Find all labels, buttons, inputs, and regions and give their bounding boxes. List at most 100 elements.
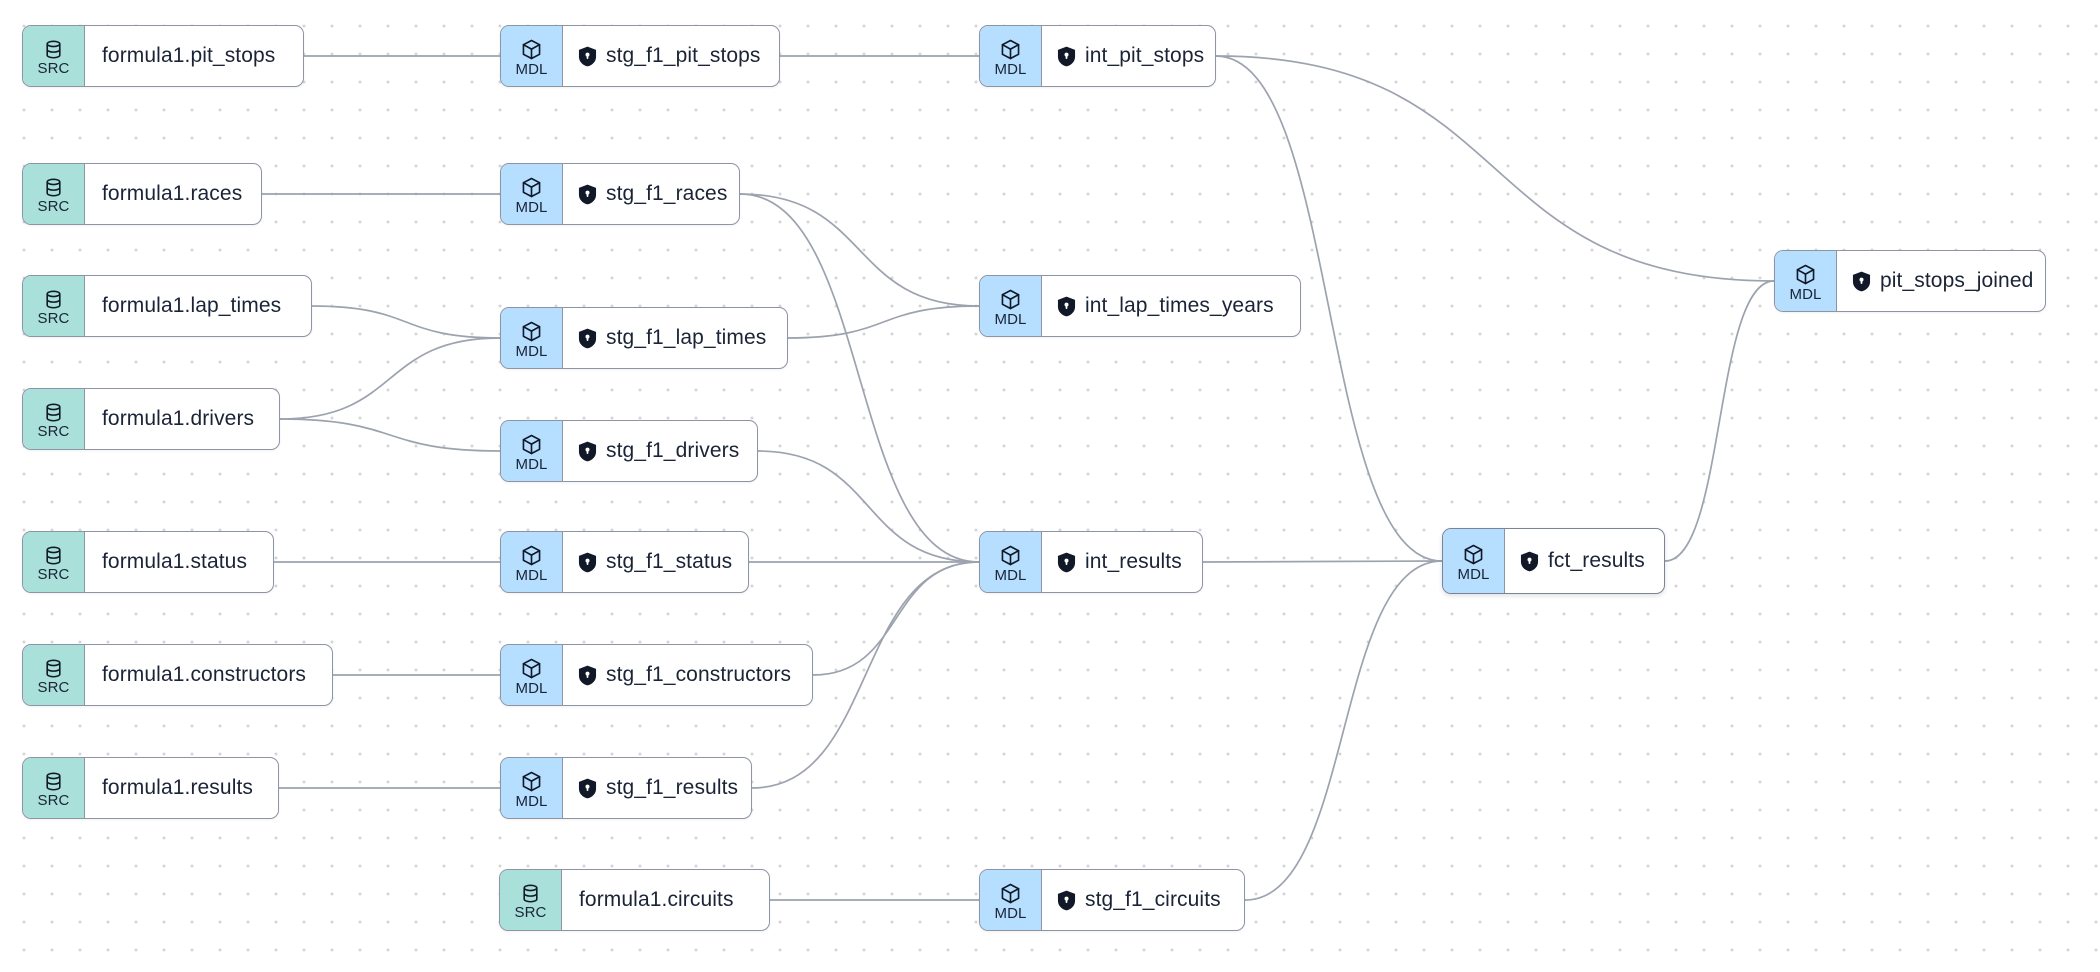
node-label: stg_f1_status bbox=[606, 550, 733, 573]
badge-label: MDL bbox=[994, 566, 1027, 584]
node-label: stg_f1_results bbox=[606, 776, 739, 799]
model-badge: MDL bbox=[1443, 529, 1505, 593]
badge-label: MDL bbox=[994, 904, 1027, 922]
cube-icon bbox=[520, 38, 543, 61]
node-body: stg_f1_circuits bbox=[1042, 870, 1244, 930]
node-label: stg_f1_constructors bbox=[606, 663, 792, 686]
node-label: formula1.constructors bbox=[102, 663, 307, 686]
model-badge: MDL bbox=[501, 645, 563, 705]
source-badge: SRC bbox=[23, 645, 85, 705]
node-label: int_results bbox=[1085, 550, 1182, 573]
badge-label: MDL bbox=[515, 455, 548, 473]
source-badge: SRC bbox=[23, 26, 85, 86]
lineage-node-pit_stops_joined[interactable]: MDL pit_stops_joined bbox=[1774, 250, 2046, 312]
lineage-node-stg_circuits[interactable]: MDL stg_f1_circuits bbox=[979, 869, 1245, 931]
cube-icon bbox=[520, 433, 543, 456]
cube-icon bbox=[999, 544, 1022, 567]
shield-lock-icon bbox=[578, 552, 597, 573]
node-label: int_pit_stops bbox=[1085, 44, 1205, 67]
badge-label: MDL bbox=[515, 566, 548, 584]
lineage-node-src_constructors[interactable]: SRC formula1.constructors bbox=[22, 644, 333, 706]
badge-label: MDL bbox=[1789, 285, 1822, 303]
source-badge: SRC bbox=[23, 389, 85, 449]
source-badge: SRC bbox=[23, 276, 85, 336]
lineage-edge-src_lap_times-to-stg_lap_times bbox=[311, 305, 501, 339]
lineage-node-stg_constructors[interactable]: MDL stg_f1_constructors bbox=[500, 644, 813, 706]
lineage-edge-fct_results-to-pit_stops_joined bbox=[1664, 280, 1775, 562]
shield-lock-icon bbox=[1852, 271, 1871, 292]
node-label: stg_f1_races bbox=[606, 182, 728, 205]
source-badge: SRC bbox=[500, 870, 562, 930]
badge-label: SRC bbox=[37, 791, 70, 809]
model-badge: MDL bbox=[501, 164, 563, 224]
cube-icon bbox=[1794, 263, 1817, 286]
badge-label: SRC bbox=[37, 59, 70, 77]
badge-label: SRC bbox=[37, 309, 70, 327]
shield-lock-icon bbox=[578, 441, 597, 462]
node-body: formula1.circuits bbox=[562, 870, 769, 930]
shield-lock-icon bbox=[578, 184, 597, 205]
node-label: formula1.lap_times bbox=[102, 294, 282, 317]
badge-label: SRC bbox=[37, 565, 70, 583]
node-body: stg_f1_races bbox=[563, 164, 739, 224]
shield-lock-icon bbox=[578, 665, 597, 686]
model-badge: MDL bbox=[980, 532, 1042, 592]
node-label: formula1.pit_stops bbox=[102, 44, 276, 67]
cube-icon bbox=[520, 176, 543, 199]
cube-icon bbox=[1462, 543, 1485, 566]
model-badge: MDL bbox=[980, 276, 1042, 336]
lineage-edge-stg_races-to-int_results bbox=[739, 193, 980, 563]
shield-lock-icon bbox=[1057, 890, 1076, 911]
lineage-node-stg_races[interactable]: MDL stg_f1_races bbox=[500, 163, 740, 225]
source-badge: SRC bbox=[23, 164, 85, 224]
database-cylinder-icon bbox=[43, 771, 64, 792]
badge-label: MDL bbox=[994, 310, 1027, 328]
model-badge: MDL bbox=[501, 532, 563, 592]
lineage-node-src_circuits[interactable]: SRC formula1.circuits bbox=[499, 869, 770, 931]
shield-lock-icon bbox=[578, 46, 597, 67]
lineage-node-stg_results[interactable]: MDL stg_f1_results bbox=[500, 757, 752, 819]
lineage-node-int_results[interactable]: MDL int_results bbox=[979, 531, 1203, 593]
lineage-node-src_lap_times[interactable]: SRC formula1.lap_times bbox=[22, 275, 312, 337]
lineage-node-stg_drivers[interactable]: MDL stg_f1_drivers bbox=[500, 420, 758, 482]
lineage-node-stg_status[interactable]: MDL stg_f1_status bbox=[500, 531, 749, 593]
source-badge: SRC bbox=[23, 758, 85, 818]
model-badge: MDL bbox=[980, 26, 1042, 86]
node-label: stg_f1_lap_times bbox=[606, 326, 767, 349]
node-label: stg_f1_drivers bbox=[606, 439, 740, 462]
shield-lock-icon bbox=[1057, 552, 1076, 573]
cube-icon bbox=[999, 288, 1022, 311]
model-badge: MDL bbox=[501, 421, 563, 481]
database-cylinder-icon bbox=[43, 545, 64, 566]
node-body: formula1.pit_stops bbox=[85, 26, 303, 86]
node-label: stg_f1_circuits bbox=[1085, 888, 1221, 911]
node-label: stg_f1_pit_stops bbox=[606, 44, 761, 67]
node-body: stg_f1_pit_stops bbox=[563, 26, 779, 86]
lineage-node-src_pit_stops[interactable]: SRC formula1.pit_stops bbox=[22, 25, 304, 87]
source-badge: SRC bbox=[23, 532, 85, 592]
cube-icon bbox=[520, 544, 543, 567]
shield-lock-icon bbox=[578, 778, 597, 799]
node-body: stg_f1_status bbox=[563, 532, 748, 592]
node-body: stg_f1_constructors bbox=[563, 645, 812, 705]
lineage-edge-stg_lap_times-to-int_lap_times_years bbox=[787, 305, 980, 339]
model-badge: MDL bbox=[501, 758, 563, 818]
lineage-edge-stg_races-to-int_lap_times_years bbox=[739, 193, 980, 307]
node-label: formula1.circuits bbox=[579, 888, 734, 911]
node-body: formula1.races bbox=[85, 164, 261, 224]
node-label: pit_stops_joined bbox=[1880, 269, 2034, 292]
lineage-node-int_pit_stops[interactable]: MDL int_pit_stops bbox=[979, 25, 1216, 87]
badge-label: MDL bbox=[515, 679, 548, 697]
node-body: int_results bbox=[1042, 532, 1202, 592]
database-cylinder-icon bbox=[43, 39, 64, 60]
